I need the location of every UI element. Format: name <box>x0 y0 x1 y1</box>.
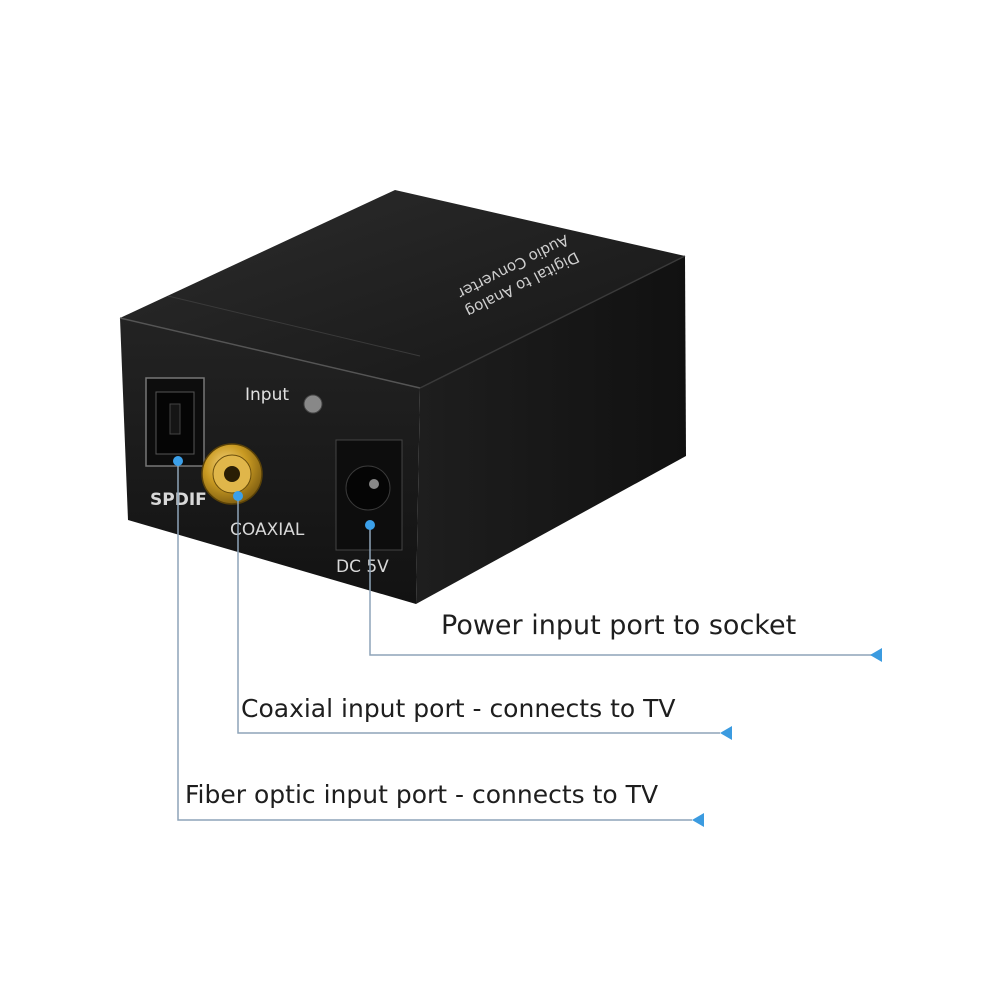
coaxial-port <box>201 443 263 505</box>
fiber-callout-line <box>177 462 692 821</box>
dc-marker-dot <box>365 520 375 530</box>
device-edge <box>119 317 421 389</box>
spdif-marker-dot <box>173 456 183 466</box>
fiber-callout-text: Fiber optic input port - connects to TV <box>185 780 659 809</box>
dc-label: DC 5V <box>336 557 389 577</box>
power-callout-line <box>369 525 872 656</box>
coaxial-arrow-icon <box>720 726 732 740</box>
spdif-port <box>145 377 205 467</box>
dc-port <box>335 439 403 551</box>
coaxial-callout-line <box>237 496 720 734</box>
coaxial-label: COAXIAL <box>230 520 305 540</box>
device-side-face <box>416 256 686 604</box>
fiber-arrow-icon <box>692 813 704 827</box>
power-callout-text: Power input port to socket <box>441 610 797 641</box>
device-edge <box>419 255 686 389</box>
input-label: Input <box>245 385 289 405</box>
device-top-face <box>120 190 685 388</box>
coaxial-callout-text: Coaxial input port - connects to TV <box>241 694 676 723</box>
screw-icon <box>303 394 323 414</box>
power-arrow-icon <box>870 648 882 662</box>
device-seam <box>167 295 421 357</box>
coaxial-marker-dot <box>233 491 243 501</box>
